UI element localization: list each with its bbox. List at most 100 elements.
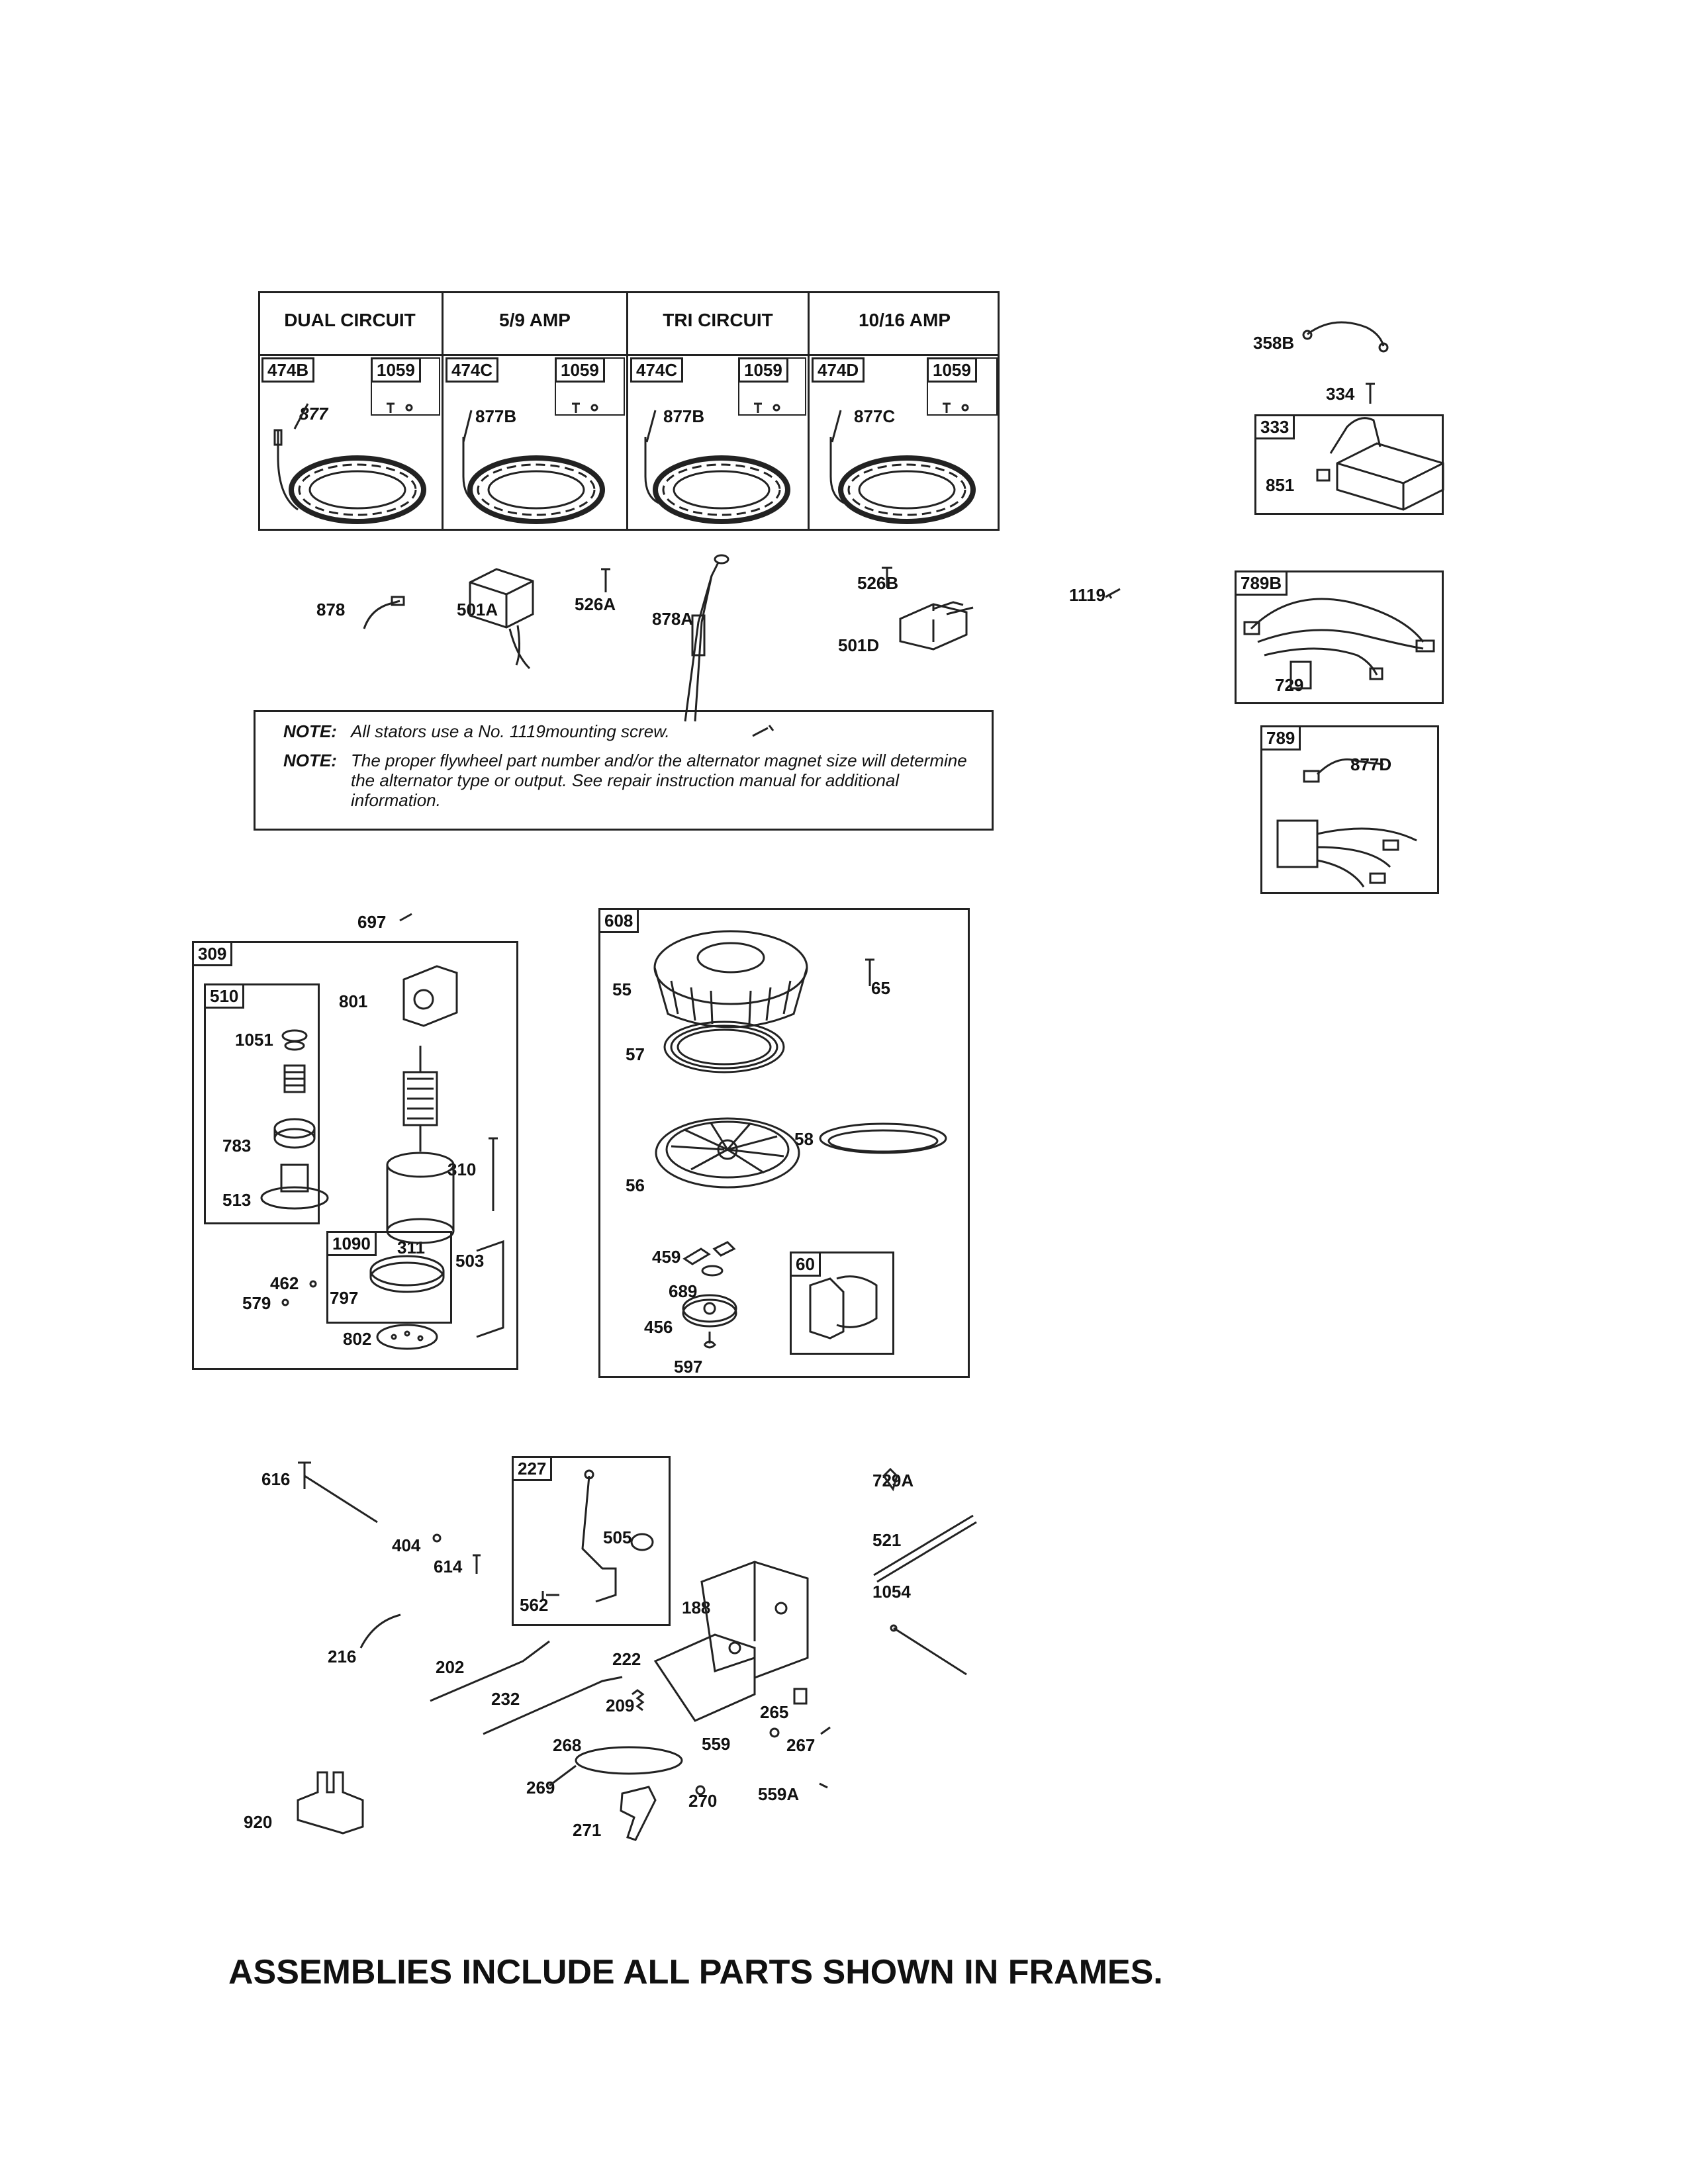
assembly-tag-1090: 1090 [326, 1231, 377, 1256]
assembly-frame-608 [598, 908, 970, 1378]
part-label-920: 920 [244, 1812, 273, 1832]
part-label-801: 801 [339, 991, 368, 1011]
hardware-box [371, 357, 440, 416]
part-label-65: 65 [871, 978, 890, 998]
assembly-tag-227: 227 [512, 1456, 553, 1481]
part-label-614: 614 [434, 1557, 463, 1576]
note-2-label: NOTE: [283, 751, 337, 770]
part-label-271: 271 [573, 1820, 602, 1840]
assembly-tag-474D: 474D [812, 357, 865, 383]
stator-table [258, 291, 1000, 531]
assembly-frame-227 [512, 1456, 671, 1626]
assembly-tag-510: 510 [204, 983, 245, 1009]
footer-note: ASSEMBLIES INCLUDE ALL PARTS SHOWN IN FR… [228, 1953, 1163, 1991]
part-label-216: 216 [328, 1647, 357, 1666]
part-label-501A: 501A [457, 600, 498, 619]
pin-icon [397, 910, 417, 923]
part-label-268: 268 [553, 1735, 582, 1755]
part-label-526B: 526B [857, 573, 899, 593]
stator-header-5-9-amp: 5/9 AMP [499, 310, 571, 330]
part-label-57: 57 [626, 1044, 645, 1064]
stator-table-header-divider [258, 354, 1000, 356]
part-label-878: 878 [316, 600, 346, 619]
part-label-501D: 501D [838, 635, 880, 655]
hardware-box [738, 357, 806, 416]
part-label-729: 729 [1275, 675, 1304, 695]
hardware-box [927, 357, 998, 416]
assembly-frame-510 [204, 983, 320, 1224]
part-label-462: 462 [270, 1273, 299, 1293]
note-2-text: The proper flywheel part number and/or t… [351, 751, 967, 810]
assembly-tag-333: 333 [1254, 414, 1295, 439]
part-label-222: 222 [612, 1649, 641, 1669]
part-label-232: 232 [491, 1689, 520, 1709]
part-label-404: 404 [392, 1535, 421, 1555]
part-label-797: 797 [330, 1288, 359, 1308]
notes-box [254, 710, 994, 831]
assembly-frame-60 [790, 1251, 894, 1355]
part-label-503: 503 [455, 1251, 485, 1271]
part-label-269: 269 [526, 1778, 555, 1797]
part-label-513: 513 [222, 1190, 252, 1210]
stator-col-divider [442, 291, 444, 531]
assembly-tag-474C: 474C [630, 357, 684, 383]
assembly-tag-789: 789 [1260, 725, 1301, 751]
note-1-label: NOTE: [283, 721, 337, 741]
part-label-579: 579 [242, 1293, 271, 1313]
part-label-878A: 878A [652, 609, 694, 629]
harness-789B-drawing [1238, 582, 1443, 702]
assembly-frame-309 [192, 941, 518, 1370]
part-label-505: 505 [603, 1527, 632, 1547]
assembly-frame-789B [1235, 570, 1444, 704]
part-label-459: 459 [652, 1247, 681, 1267]
part-label-597: 597 [674, 1357, 703, 1377]
part-label-56: 56 [626, 1175, 645, 1195]
part-label-521: 521 [872, 1530, 902, 1550]
assembly-tag-608: 608 [598, 908, 639, 933]
ignition-drawing [1297, 311, 1456, 510]
part-label-267: 267 [786, 1735, 816, 1755]
part-label-456: 456 [644, 1317, 673, 1337]
part-label-851: 851 [1266, 475, 1295, 495]
part-label-209: 209 [606, 1696, 635, 1715]
part-label-526A: 526A [575, 594, 616, 614]
part-label-802: 802 [343, 1329, 372, 1349]
assembly-tag-474C: 474C [445, 357, 499, 383]
stator-col-divider [808, 291, 810, 531]
part-label-1054: 1054 [872, 1582, 911, 1602]
part-label-559: 559 [702, 1734, 731, 1754]
assembly-tag-60: 60 [790, 1251, 821, 1277]
stator-coil-drawing [265, 390, 1000, 529]
starter-motor-drawing [192, 940, 520, 1370]
hardware-tag-1059: 1059 [927, 357, 977, 383]
loose-parts-drawing [351, 543, 1145, 702]
part-label-334: 334 [1326, 384, 1355, 404]
part-label-783: 783 [222, 1136, 252, 1156]
stator-header-tri-circuit: TRI CIRCUIT [663, 310, 773, 330]
assembly-tag-309: 309 [192, 941, 233, 966]
part-label-877B: 877B [475, 406, 517, 426]
assembly-tag-474B: 474B [261, 357, 315, 383]
part-label-697: 697 [357, 912, 387, 932]
harness-789-drawing [1264, 735, 1436, 893]
rewind-starter-drawing [598, 908, 970, 1378]
part-label-1119: 1119 [1069, 585, 1105, 605]
controls-drawing [232, 1449, 1059, 1860]
part-label-877C: 877C [854, 406, 896, 426]
part-label-877D: 877D [1350, 754, 1392, 774]
part-label-877B: 877B [663, 406, 705, 426]
note-1-text: All stators use a No. 1119mounting screw… [351, 721, 670, 741]
screw-icon [749, 723, 776, 740]
stator-header-dual-circuit: DUAL CIRCUIT [284, 310, 416, 330]
hardware-box [555, 357, 625, 416]
part-label-1051: 1051 [235, 1030, 273, 1050]
assembly-frame-1090 [326, 1231, 452, 1324]
assembly-frame-789 [1260, 725, 1439, 894]
part-label-877: 877 [299, 404, 328, 424]
part-label-202: 202 [436, 1657, 465, 1677]
part-label-265: 265 [760, 1702, 789, 1722]
part-label-358B: 358B [1253, 333, 1295, 353]
assembly-tag-789B: 789B [1235, 570, 1288, 596]
part-label-616: 616 [261, 1469, 291, 1489]
part-label-559A: 559A [758, 1784, 800, 1804]
